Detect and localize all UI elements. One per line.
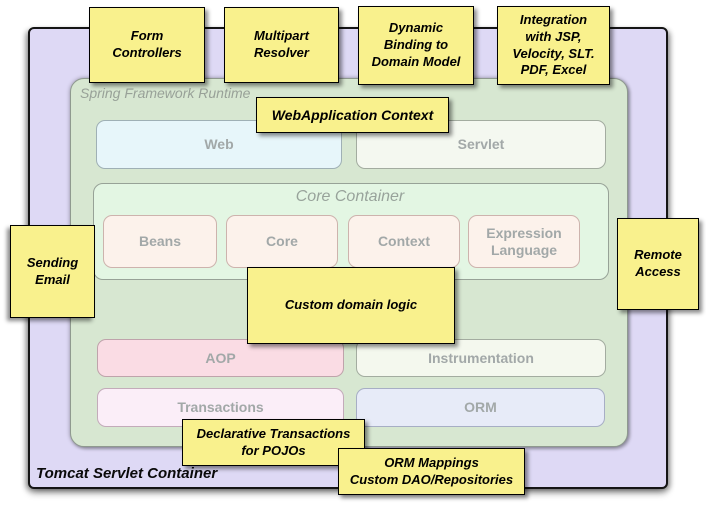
tomcat-servlet-container-label: Tomcat Servlet Container — [36, 465, 218, 482]
core-container-title: Core Container — [295, 188, 405, 205]
note-custom-domain-logic: Custom domain logic — [247, 267, 455, 344]
web-module-box: Web — [96, 120, 342, 169]
expression-language-module-box: Expression Language — [468, 215, 580, 268]
note-remote-access: Remote Access — [617, 218, 699, 310]
note-dynamic-binding: Dynamic Binding to Domain Model — [358, 6, 474, 85]
core-module-box: Core — [226, 215, 338, 268]
note-form-controllers: Form Controllers — [89, 7, 205, 83]
note-integration-views: Integration with JSP, Velocity, SLT. PDF… — [497, 6, 610, 85]
note-declarative-transactions: Declarative Transactions for POJOs — [182, 419, 365, 466]
spring-framework-runtime-label: Spring Framework Runtime — [80, 85, 251, 101]
context-module-box: Context — [348, 215, 460, 268]
note-webapplication-context: WebApplication Context — [256, 97, 449, 133]
note-multipart-resolver: Multipart Resolver — [224, 7, 339, 83]
aop-module-box: AOP — [97, 339, 344, 377]
note-sending-email: Sending Email — [10, 225, 95, 318]
orm-module-box: ORM — [356, 388, 605, 427]
note-orm-mappings: ORM Mappings Custom DAO/Repositories — [338, 448, 525, 495]
beans-module-box: Beans — [103, 215, 217, 268]
instrumentation-module-box: Instrumentation — [356, 339, 606, 377]
